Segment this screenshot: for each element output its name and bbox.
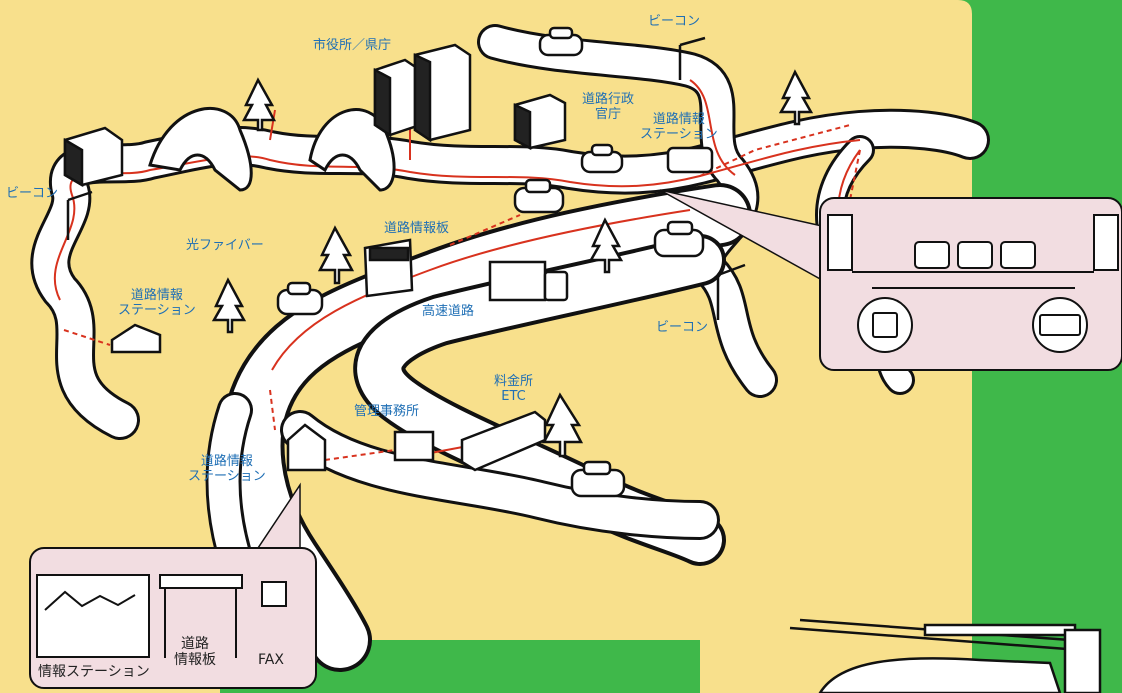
car-icon — [538, 26, 584, 57]
management-office-icon — [393, 430, 435, 462]
tollgate-icon — [460, 410, 547, 472]
car-icon — [513, 178, 565, 214]
building-left-icon — [63, 126, 124, 188]
label-beacon-left: ビーコン — [6, 186, 59, 201]
van-icon — [666, 146, 714, 174]
label-beacon-right: ビーコン — [656, 320, 709, 335]
buildings — [63, 43, 567, 188]
train-icon — [789, 618, 1102, 693]
beacon-icon — [678, 36, 706, 80]
label-station-left: 道路情報 ステーション — [118, 288, 196, 318]
car-icon — [570, 460, 626, 498]
label-road-admin: 道路行政 官庁 — [582, 92, 635, 122]
tree-icon — [211, 277, 247, 334]
car-front-icon — [1000, 241, 1036, 269]
cross-section-inset — [659, 189, 1122, 371]
tree-icon — [317, 225, 355, 285]
road-board-icon — [159, 574, 243, 658]
car-icon — [276, 281, 324, 316]
info-station-panel-icon — [36, 574, 150, 658]
car-icon — [580, 143, 624, 174]
label-expressway: 高速道路 — [422, 304, 475, 319]
legend-inset — [29, 482, 317, 689]
label-optical-fiber: 光ファイバー — [186, 238, 264, 253]
road-info-board-gantry-icon — [363, 238, 414, 298]
legend-fax: FAX — [258, 652, 284, 668]
tree-icon — [241, 77, 277, 132]
beacon-icon — [66, 190, 93, 240]
car-front-icon — [914, 241, 950, 269]
fax-icon — [261, 581, 287, 607]
tunnel-mountains — [148, 107, 396, 192]
truck-icon — [488, 260, 569, 302]
label-info-board: 道路情報板 — [384, 221, 450, 236]
tunnel-left — [148, 107, 253, 192]
label-tollgate: 料金所 ETC — [494, 374, 534, 404]
label-management-office: 管理事務所 — [354, 404, 420, 419]
road-admin-building-icon — [513, 93, 567, 151]
tree-icon — [588, 217, 624, 274]
tree-icon — [541, 392, 584, 458]
info-station-house-icon — [286, 423, 327, 472]
vehicles — [276, 26, 714, 498]
label-station-bottom: 道路情報 ステーション — [188, 454, 266, 484]
beacon-icon — [716, 263, 746, 320]
tree-icon — [778, 69, 814, 126]
car-icon — [653, 220, 705, 258]
fiber-dashed-links — [63, 124, 861, 461]
legend-info-station: 情報ステーション — [38, 664, 150, 680]
legend-road-board: 道路 情報板 — [174, 636, 216, 668]
tunnel-center — [308, 108, 396, 192]
info-station-house-icon — [110, 323, 162, 354]
trees — [211, 69, 814, 458]
label-station-top: 道路情報 ステーション — [640, 112, 718, 142]
label-beacon-top: ビーコン — [648, 14, 701, 29]
label-city-hall: 市役所／県庁 — [313, 38, 392, 53]
city-hall-building-icon — [373, 43, 472, 143]
car-front-icon — [957, 241, 993, 269]
stations — [110, 323, 435, 472]
beacons — [66, 36, 746, 320]
